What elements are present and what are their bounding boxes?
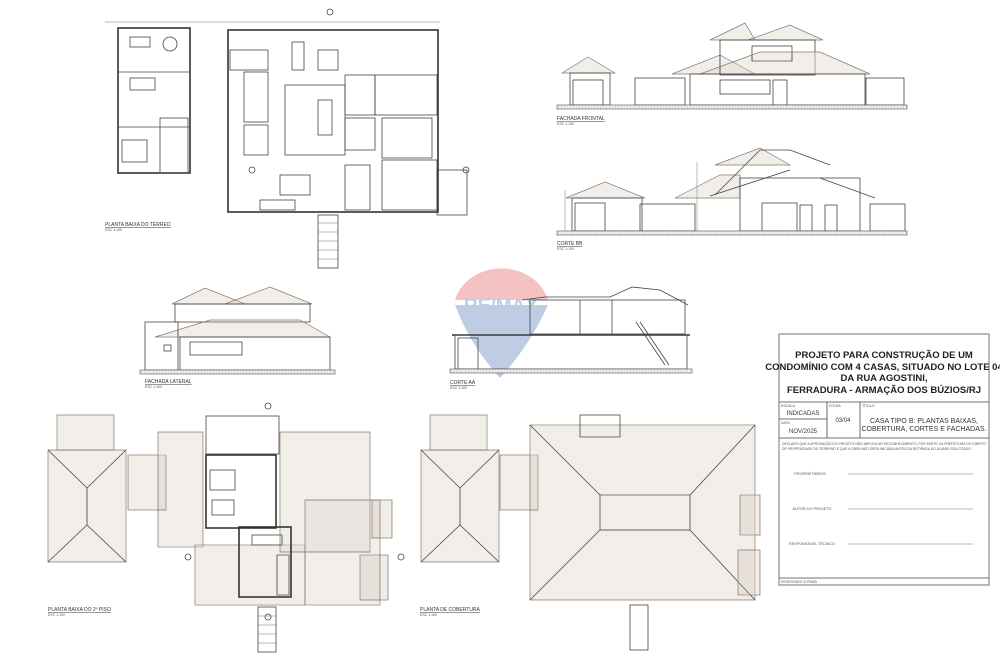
front-facade-scale: ESC 1:100: [557, 122, 574, 126]
watermark-text: RE/MAX: [464, 296, 538, 317]
side-facade: FACHADA LATERAL ESC 1:100: [139, 286, 336, 389]
section-aa-scale: ESC 1:100: [450, 386, 467, 390]
date-value: NOV/2025: [789, 429, 818, 435]
reserved-label: RESERVADO À PMAB: [781, 580, 818, 584]
section-aa: CORTE AA ESC 1:100: [449, 286, 693, 390]
remax-watermark: RE/MAX: [455, 268, 548, 378]
sheet-title-line-2: COBERTURA, CORTES E FACHADAS.: [862, 426, 987, 433]
sheet-label: FOLHA: [829, 404, 841, 408]
project-title-line-4: FERRADURA - ARMAÇÃO DOS BÚZIOS/RJ: [787, 384, 981, 396]
section-bb-scale: ESC 1:100: [557, 247, 574, 251]
ground-floor-title: PLANTA BAIXA DO TÉRREO: [105, 221, 171, 228]
roof-plan-scale: ESC 1:100: [420, 613, 437, 617]
front-facade: FACHADA FRONTAL ESC 1:100: [556, 22, 908, 126]
ground-floor-scale: ESC 1:100: [105, 228, 122, 232]
second-floor-plan: PLANTA BAIXA DO 2º PISO ESC 1:100: [47, 402, 405, 653]
sheet-value: 03/04: [835, 418, 851, 424]
signature-label-technician: RESPONSÁVEL TÉCNICO: [789, 541, 835, 546]
section-bb: CORTE BB ESC 1:100: [556, 147, 908, 251]
project-title-line-2: CONDOMÍNIO COM 4 CASAS, SITUADO NO LOTE …: [765, 362, 1000, 373]
signature-label-owners: PROPRIETÁRIOS: [794, 472, 826, 476]
front-facade-title: FACHADA FRONTAL: [557, 116, 605, 122]
title-block: PROJETO PARA CONSTRUÇÃO DE UM CONDOMÍNIO…: [765, 333, 1000, 586]
roof-plan-title: PLANTA DE COBERTURA: [420, 607, 480, 613]
scale-label: ESCALA: [781, 404, 795, 408]
sheet-title-line-1: CASA TIPO B: PLANTAS BAIXAS,: [870, 418, 978, 425]
sheet-title-label: TÍTULO: [862, 404, 875, 408]
project-title-line-1: PROJETO PARA CONSTRUÇÃO DE UM: [795, 350, 973, 361]
project-title-line-3: DA RUA AGOSTINI,: [840, 373, 927, 384]
second-floor-scale: ESC 1:100: [48, 613, 65, 617]
side-facade-title: FACHADA LATERAL: [145, 379, 192, 385]
scale-value: INDICADAS: [787, 411, 820, 417]
second-floor-title: PLANTA BAIXA DO 2º PISO: [48, 607, 111, 613]
section-aa-title: CORTE AA: [450, 380, 476, 386]
declaration-line-2: DE PROPRIEDADE DO TERRENO E QUE A OBRA N…: [782, 446, 972, 451]
roof-plan: PLANTA DE COBERTURA ESC 1:100: [420, 414, 761, 651]
side-facade-scale: ESC 1:100: [145, 385, 162, 389]
section-bb-title: CORTE BB: [557, 241, 583, 247]
ground-floor-plan: PLANTA BAIXA DO TÉRREO ESC 1:100: [105, 8, 470, 269]
signature-label-author: AUTOR DO PROJETO: [793, 507, 832, 511]
date-label: DATA: [781, 421, 790, 425]
declaration-line-1: DECLARO QUE A APROVAÇÃO DO PROJETO NÃO I…: [782, 441, 986, 446]
